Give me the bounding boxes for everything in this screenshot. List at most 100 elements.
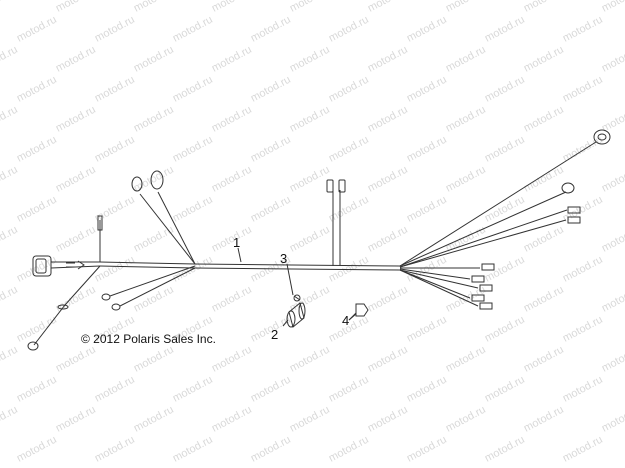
watermark-text: motod.ru <box>288 404 332 435</box>
watermark-text: motod.ru <box>210 224 254 255</box>
watermark-text: motod.ru <box>0 44 20 75</box>
watermark-text: motod.ru <box>93 134 137 165</box>
watermark-text: motod.ru <box>132 284 176 315</box>
watermark-text: motod.ru <box>522 104 566 135</box>
watermark-text: motod.ru <box>600 164 625 195</box>
watermark-text: motod.ru <box>210 164 254 195</box>
watermark-text: motod.ru <box>366 224 410 255</box>
watermark-text: motod.ru <box>132 0 176 15</box>
watermark-text: motod.ru <box>171 434 215 465</box>
watermark-text: motod.ru <box>210 344 254 375</box>
watermark-text: motod.ru <box>600 0 625 15</box>
callout-3: 3 <box>280 251 288 266</box>
watermark-text: motod.ru <box>366 344 410 375</box>
watermark-text: motod.ru <box>132 224 176 255</box>
part-2-sleeve <box>286 302 306 328</box>
watermark-text: motod.ru <box>54 164 98 195</box>
watermark-text: motod.ru <box>132 344 176 375</box>
main-harness <box>27 129 611 351</box>
watermark-text: motod.ru <box>561 374 605 405</box>
watermark-text: motod.ru <box>600 44 625 75</box>
callout-1: 1 <box>233 235 241 250</box>
watermark-text: motod.ru <box>249 374 293 405</box>
watermark-text: motod.ru <box>15 374 59 405</box>
watermark-text: motod.ru <box>15 254 59 285</box>
watermark-text: motod.ru <box>132 404 176 435</box>
watermark-text: motod.ru <box>15 14 59 45</box>
watermark-text: motod.ru <box>600 404 625 435</box>
watermark-text: motod.ru <box>327 74 371 105</box>
watermark-text: motod.ru <box>327 434 371 465</box>
watermark-text: motod.ru <box>600 284 625 315</box>
watermark-text: motod.ru <box>210 284 254 315</box>
watermark-text: motod.ru <box>366 44 410 75</box>
watermark-text: motod.ru <box>483 14 527 45</box>
watermark-text: motod.ru <box>561 74 605 105</box>
watermark-text: motod.ru <box>444 44 488 75</box>
watermark-text: motod.ru <box>93 194 137 225</box>
watermark-text: motod.ru <box>54 224 98 255</box>
watermark-text: motod.ru <box>93 74 137 105</box>
watermark-text: motod.ru <box>600 344 625 375</box>
watermark-text: motod.ru <box>93 374 137 405</box>
watermark-text: motod.ru <box>54 284 98 315</box>
watermark-text: motod.ru <box>0 344 20 375</box>
watermark-text: motod.ru <box>15 434 59 465</box>
watermark-text: motod.ru <box>249 134 293 165</box>
watermark-text: motod.ru <box>210 0 254 15</box>
copyright-notice: © 2012 Polaris Sales Inc. <box>81 332 216 346</box>
watermark-text: motod.ru <box>366 404 410 435</box>
watermark-text: motod.ru <box>405 194 449 225</box>
watermark-text: motod.ru <box>405 314 449 345</box>
watermark-text: motod.ru <box>483 134 527 165</box>
watermark-text: motod.ru <box>327 14 371 45</box>
watermark-text: motod.ru <box>93 434 137 465</box>
watermark-text: motod.ru <box>561 254 605 285</box>
watermark-text: motod.ru <box>483 74 527 105</box>
watermark-text: motod.ru <box>405 74 449 105</box>
watermark-text: motod.ru <box>444 104 488 135</box>
watermark-text: motod.ru <box>54 104 98 135</box>
watermark-text: motod.ru <box>444 164 488 195</box>
watermark-text: motod.ru <box>483 254 527 285</box>
watermark-text: motod.ru <box>93 14 137 45</box>
watermark-text: motod.ru <box>366 284 410 315</box>
watermark-text: motod.ru <box>288 164 332 195</box>
watermark-text: motod.ru <box>210 104 254 135</box>
part-3-clip <box>293 294 301 302</box>
watermark-text: motod.ru <box>0 284 20 315</box>
watermark-text: motod.ru <box>132 104 176 135</box>
watermark-text: motod.ru <box>15 134 59 165</box>
watermark-text: motod.ru <box>171 74 215 105</box>
watermark-text: motod.ru <box>444 404 488 435</box>
watermark-text: motod.ru <box>288 0 332 15</box>
watermark-text: motod.ru <box>288 104 332 135</box>
watermark-text: motod.ru <box>288 344 332 375</box>
watermark-text: motod.ru <box>249 74 293 105</box>
watermark-text: motod.ru <box>249 434 293 465</box>
watermark-text: motod.ru <box>171 134 215 165</box>
watermark-text: motod.ru <box>0 224 20 255</box>
watermark-text: motod.ru <box>444 344 488 375</box>
watermark-text: motod.ru <box>54 0 98 15</box>
watermark-text: motod.ru <box>0 164 20 195</box>
watermark-text: motod.ru <box>444 284 488 315</box>
watermark-text: motod.ru <box>15 74 59 105</box>
watermark-text: motod.ru <box>210 44 254 75</box>
watermark-text: motod.ru <box>483 434 527 465</box>
watermark-text: motod.ru <box>366 0 410 15</box>
watermark-text: motod.ru <box>210 404 254 435</box>
watermark-text: motod.ru <box>522 344 566 375</box>
watermark-text: motod.ru <box>327 374 371 405</box>
watermark-text: motod.ru <box>0 404 20 435</box>
watermark-text: motod.ru <box>132 44 176 75</box>
watermark-text: motod.ru <box>483 314 527 345</box>
watermark-text: motod.ru <box>600 224 625 255</box>
watermark-text: motod.ru <box>522 0 566 15</box>
watermark-text: motod.ru <box>171 374 215 405</box>
left-connector <box>32 255 101 277</box>
watermark-text: motod.ru <box>54 44 98 75</box>
watermark-text: motod.ru <box>366 164 410 195</box>
